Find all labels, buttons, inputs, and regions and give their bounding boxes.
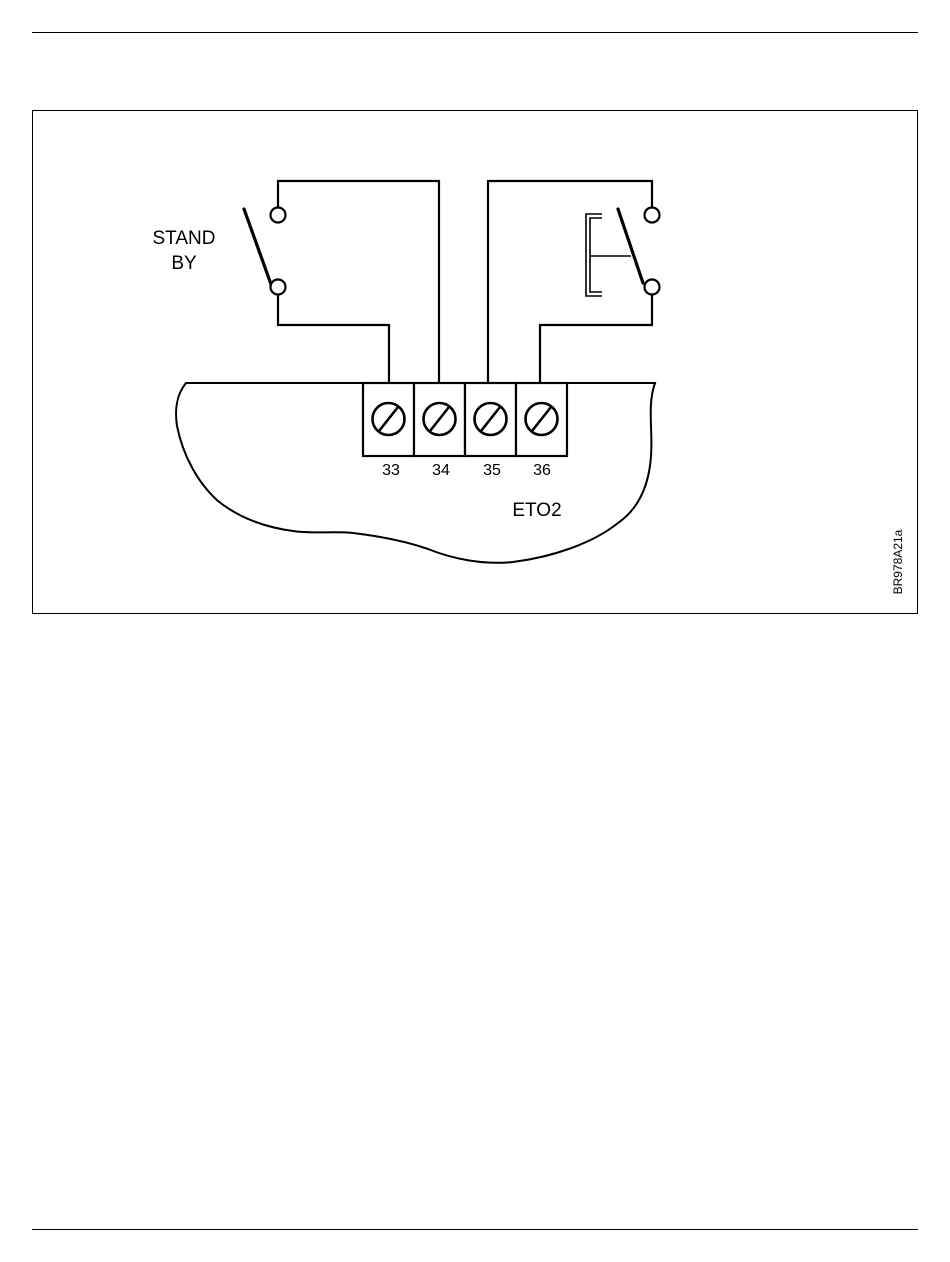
figure-code: BR978A21a [891, 529, 905, 594]
standby-contact-lower [271, 280, 286, 295]
terminal-label-35: 35 [483, 462, 501, 479]
pushbutton-actuator-bracket-inner [590, 218, 602, 292]
pushbutton-actuator-bracket [586, 214, 602, 296]
standby-label-line2: BY [171, 253, 197, 274]
wire-pushbutton-to-35 [488, 181, 652, 383]
footer-rule [32, 1229, 918, 1230]
terminal-label-36: 36 [533, 462, 551, 479]
pushbutton-contact-lower [645, 280, 660, 295]
terminal-label-33: 33 [382, 462, 400, 479]
header-rule [32, 32, 918, 33]
standby-label-line1: STAND [153, 228, 216, 249]
wire-pushbutton-to-36 [540, 294, 652, 383]
terminal-block [363, 383, 567, 456]
wiring-diagram: STAND BY 33 34 35 36 ETO2 BR978A21a [33, 111, 917, 613]
wire-standby-to-34 [278, 181, 439, 383]
pushbutton-contact-upper [645, 208, 660, 223]
standby-switch-arm [244, 209, 272, 287]
standby-contact-upper [271, 208, 286, 223]
wire-standby-to-33 [278, 294, 389, 383]
wiring-figure: STAND BY 33 34 35 36 ETO2 BR978A21a [32, 110, 918, 614]
pushbutton-switch [586, 208, 660, 297]
terminal-label-34: 34 [432, 462, 450, 479]
board-label: ETO2 [512, 500, 561, 521]
standby-switch [244, 208, 286, 295]
pushbutton-switch-arm [618, 209, 643, 283]
